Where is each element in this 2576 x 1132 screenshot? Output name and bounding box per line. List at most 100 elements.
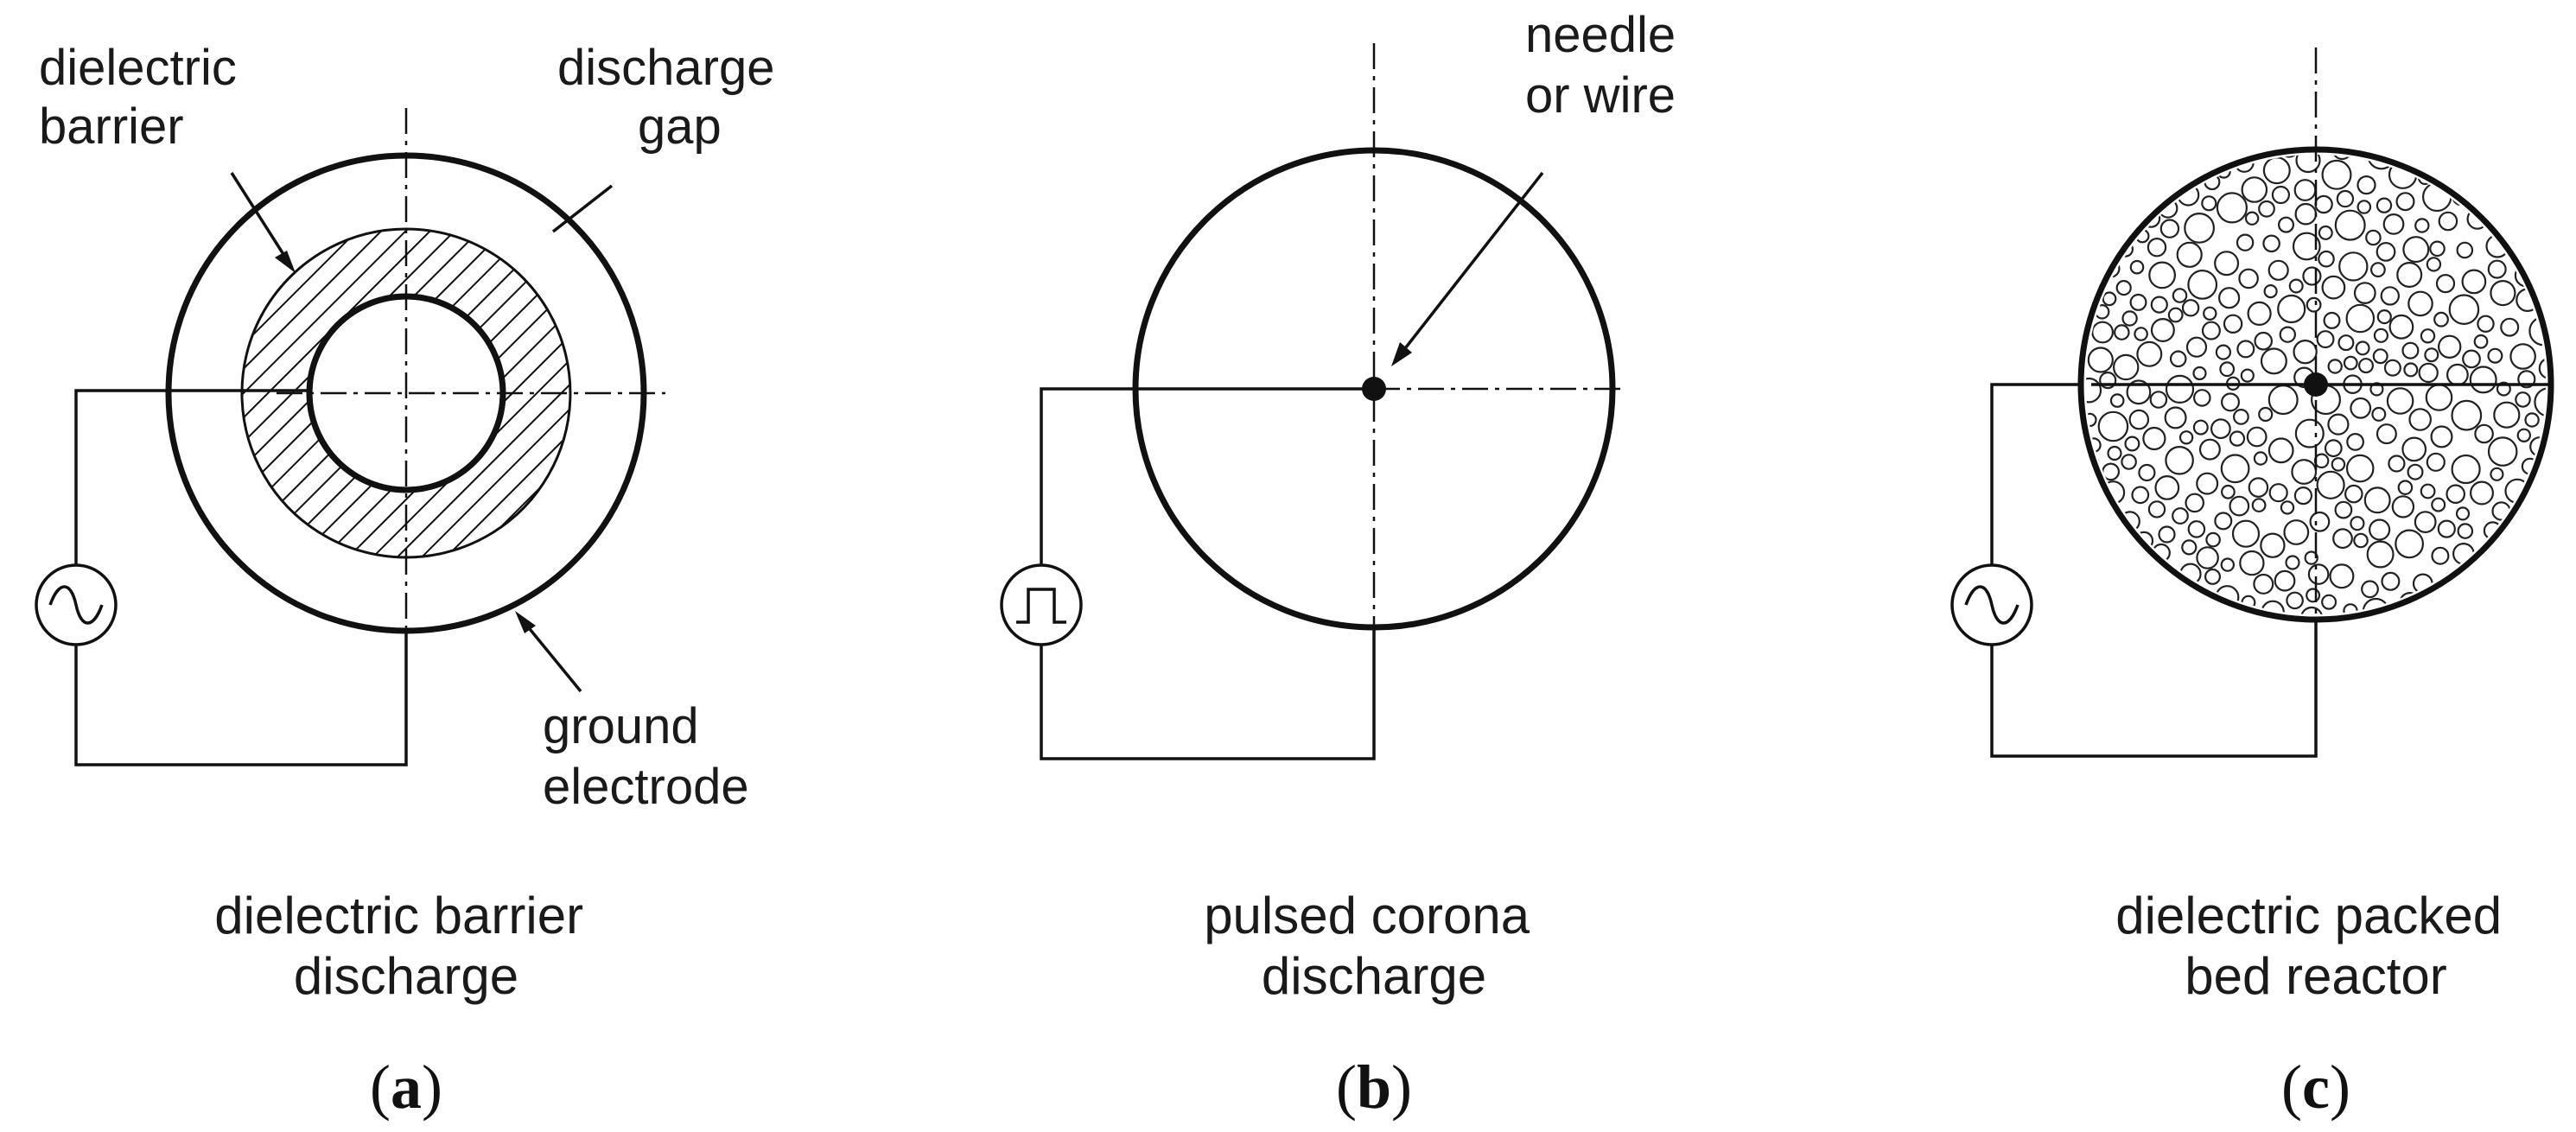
pellet bbox=[2149, 391, 2168, 409]
pellet bbox=[2185, 493, 2204, 513]
pellet bbox=[2196, 546, 2219, 569]
pellet bbox=[2426, 452, 2446, 472]
pellet bbox=[2238, 268, 2259, 289]
pellet bbox=[2490, 280, 2516, 307]
pellet bbox=[2414, 511, 2437, 533]
pellet bbox=[2373, 328, 2388, 343]
pellet bbox=[2493, 401, 2521, 429]
pellet bbox=[2124, 436, 2140, 452]
pellet bbox=[2279, 326, 2296, 343]
wire-hv-a bbox=[74, 389, 309, 566]
pellet bbox=[2293, 340, 2318, 365]
pellet bbox=[2268, 259, 2289, 281]
pellet bbox=[2229, 495, 2250, 517]
pellet bbox=[2159, 219, 2180, 238]
pellet bbox=[2306, 588, 2321, 603]
pellet bbox=[2477, 315, 2495, 333]
pellet bbox=[2462, 349, 2481, 369]
pellet bbox=[2365, 229, 2382, 246]
pellet bbox=[2201, 321, 2221, 340]
pellet bbox=[2487, 347, 2503, 364]
pellet bbox=[2210, 418, 2231, 440]
pellet bbox=[2204, 568, 2222, 585]
pellet bbox=[2376, 197, 2393, 213]
pellet bbox=[2408, 408, 2432, 431]
pellet bbox=[2437, 519, 2456, 538]
pellet bbox=[2115, 280, 2132, 296]
pellet bbox=[2187, 270, 2218, 300]
pellet bbox=[2258, 406, 2274, 423]
pellet bbox=[2147, 238, 2167, 258]
leader-needle bbox=[1395, 171, 1544, 361]
subfigure-label-c: (c) bbox=[2281, 1053, 2350, 1122]
subfigure-label-b: (b) bbox=[1336, 1053, 1412, 1122]
sine-wave-source-icon bbox=[35, 563, 118, 646]
pellet bbox=[2309, 511, 2331, 532]
pellet bbox=[2169, 350, 2187, 368]
pellet bbox=[2129, 259, 2145, 275]
pellet bbox=[2260, 532, 2286, 558]
caption-a: dielectric barrier discharge bbox=[214, 887, 597, 1005]
leader-discharge-gap bbox=[551, 184, 614, 233]
pellet bbox=[2253, 451, 2268, 466]
pellet bbox=[2431, 497, 2446, 512]
pellet bbox=[2401, 341, 2420, 359]
pellet bbox=[2401, 436, 2427, 462]
pellet bbox=[2215, 344, 2231, 360]
pellet bbox=[2278, 216, 2295, 233]
pellet bbox=[2425, 384, 2453, 411]
pellet bbox=[2321, 159, 2352, 190]
pellet bbox=[2345, 454, 2375, 483]
pulse-source-icon bbox=[1000, 563, 1083, 646]
pellet bbox=[2515, 391, 2531, 408]
sine-wave-source-icon bbox=[1950, 563, 2033, 646]
pellet bbox=[2487, 436, 2518, 467]
leader-dielectric-barrier bbox=[230, 172, 294, 269]
pellet bbox=[2192, 366, 2207, 381]
pellet bbox=[2334, 500, 2353, 519]
pellet bbox=[2293, 486, 2312, 506]
pellet bbox=[2538, 357, 2546, 380]
pellet bbox=[2172, 288, 2188, 303]
pellet bbox=[2461, 269, 2487, 295]
pellet bbox=[2148, 261, 2177, 289]
pellet bbox=[2357, 175, 2376, 195]
pellet bbox=[2251, 498, 2267, 512]
pellet bbox=[2338, 251, 2369, 282]
pellet bbox=[2455, 506, 2471, 521]
pellet bbox=[2343, 355, 2358, 371]
pellet bbox=[2331, 457, 2346, 472]
pellet bbox=[2302, 266, 2322, 286]
pellet bbox=[2426, 257, 2442, 272]
pellet bbox=[2187, 520, 2206, 538]
panel-c-packed-bed: dielectric packed bed reactor (c) bbox=[1950, 48, 2554, 1122]
pellet bbox=[2220, 484, 2236, 499]
pellet bbox=[2294, 202, 2318, 226]
pellet bbox=[2314, 194, 2333, 214]
pellet bbox=[2318, 225, 2333, 240]
pellet bbox=[2192, 419, 2209, 436]
pellet bbox=[2381, 571, 2401, 591]
pellet bbox=[2516, 428, 2531, 442]
pellet bbox=[2430, 425, 2453, 448]
pellet bbox=[2241, 176, 2268, 203]
pellet bbox=[2102, 291, 2117, 307]
pellet bbox=[2291, 459, 2318, 485]
label-needle-or-wire: needle or wire bbox=[1525, 7, 1689, 124]
pellet bbox=[2327, 359, 2343, 374]
pellet bbox=[2316, 330, 2335, 349]
pellet bbox=[2376, 309, 2392, 325]
pellet bbox=[2429, 240, 2446, 258]
caption-c: dielectric packed bed reactor bbox=[2115, 887, 2516, 1005]
pellet bbox=[2203, 306, 2217, 321]
pellet bbox=[2331, 155, 2353, 161]
pellet bbox=[2376, 242, 2396, 262]
pellet bbox=[2274, 569, 2296, 592]
pellet bbox=[2087, 347, 2114, 373]
pellet bbox=[2154, 475, 2180, 500]
pellet bbox=[2438, 211, 2458, 232]
pellet bbox=[2336, 189, 2355, 208]
pellet bbox=[2295, 155, 2321, 174]
pellet bbox=[2231, 519, 2261, 548]
